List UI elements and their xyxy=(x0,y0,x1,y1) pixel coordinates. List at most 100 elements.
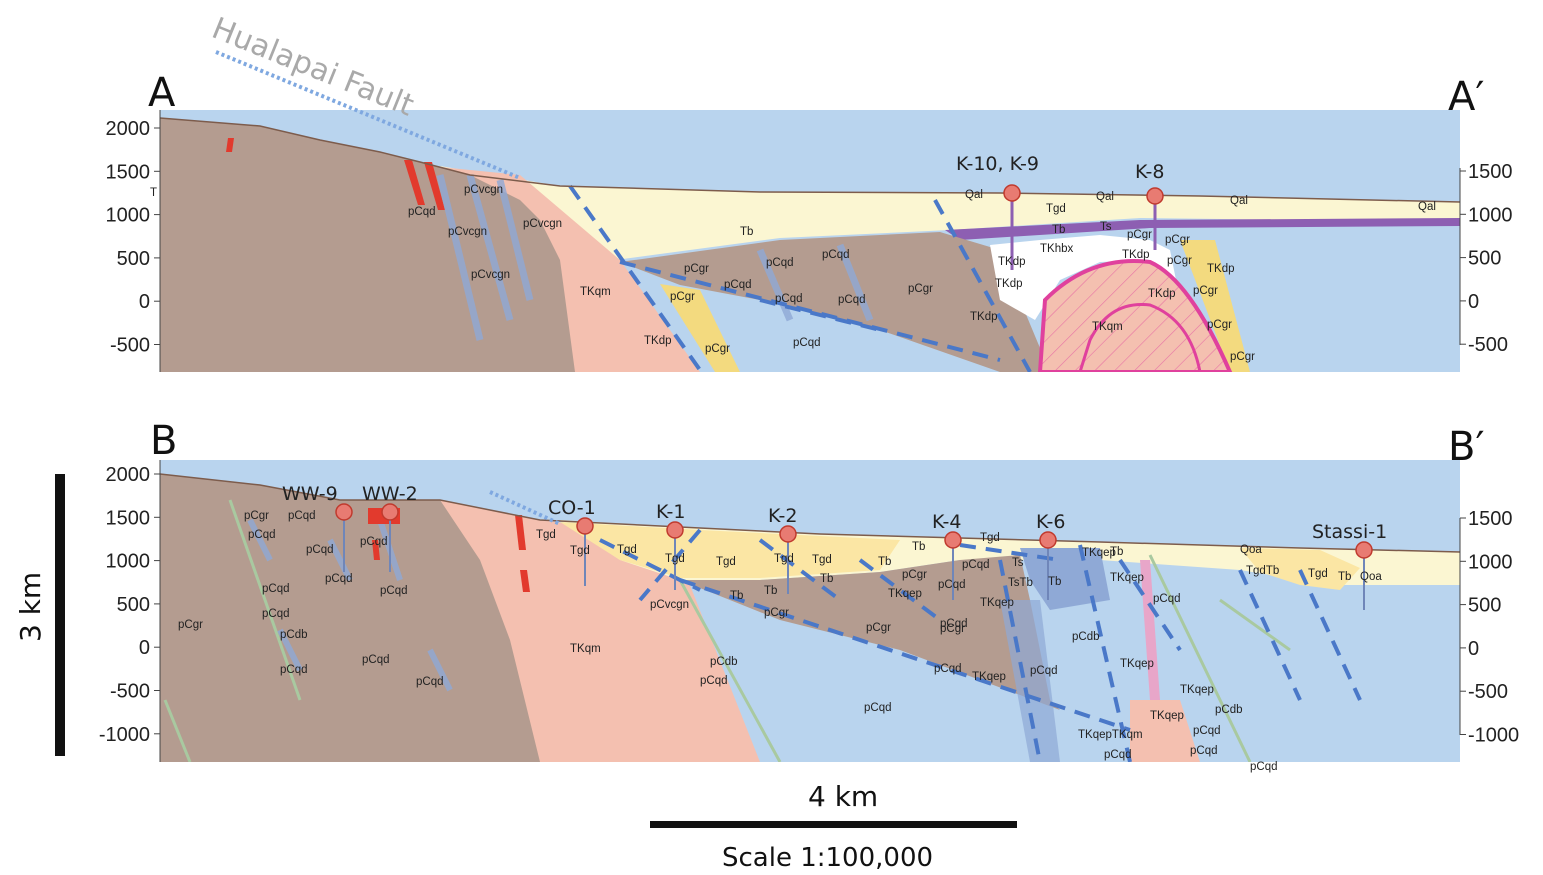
axis-tick-label: 500 xyxy=(117,594,150,616)
axis-tick-label: -500 xyxy=(110,335,150,357)
unit-label: Tgd xyxy=(1308,568,1328,580)
unit-label: pCqd xyxy=(408,206,436,218)
vertical-scale-label: 3 km xyxy=(14,572,47,642)
unit-label: TKqep xyxy=(972,671,1006,683)
dike-b4 xyxy=(372,540,380,560)
axis-tick-label: 500 xyxy=(117,248,150,270)
unit-label: pCqd xyxy=(864,702,892,714)
unit-label: TsTb xyxy=(1008,577,1033,589)
unit-label: TgdTb xyxy=(1246,565,1279,577)
unit-label: Tb xyxy=(912,541,925,553)
dike-b2 xyxy=(520,570,530,592)
unit-label: Tgd xyxy=(980,532,1000,544)
unit-label: pCgr xyxy=(866,622,891,634)
unit-label: Tgd xyxy=(570,545,590,557)
well-label: WW-9 xyxy=(282,483,338,505)
well-label-k10-k9: K-10, K-9 xyxy=(956,153,1039,175)
unit-label: pCqd xyxy=(262,583,290,595)
unit-label: pCqd xyxy=(1193,725,1221,737)
well-label: WW-2 xyxy=(362,483,418,505)
unit-label: Tgd xyxy=(774,553,794,565)
unit-label: pCqd xyxy=(934,663,962,675)
unit-label: Tgd xyxy=(617,544,637,556)
well-label: K-1 xyxy=(656,501,685,523)
unit-label: pCvcgn xyxy=(448,226,487,238)
hualapai-fault-line xyxy=(215,50,521,180)
unit-label: Ts xyxy=(1012,557,1024,569)
dike-3 xyxy=(226,138,234,152)
unit-label: pCgr xyxy=(1127,229,1152,241)
unit-label: pCdb xyxy=(1072,631,1100,643)
unit-label: TKqep xyxy=(1120,658,1154,670)
unit-label: pCqd xyxy=(1030,665,1058,677)
unit-label: Qoa xyxy=(1360,571,1382,583)
unit-label: Tgd xyxy=(716,556,736,568)
section-a-label: A xyxy=(148,70,176,116)
section-a-prime-label: A′ xyxy=(1448,74,1484,120)
unit-label: pCqd xyxy=(775,293,803,305)
unit-label: pCqd xyxy=(822,249,850,261)
unit-label: pCdb xyxy=(710,656,738,668)
unit-label: Ts xyxy=(1100,221,1112,233)
unit-label: TKdp xyxy=(1148,288,1176,300)
breccia-white xyxy=(990,235,1180,320)
unit-label: pCqd xyxy=(325,573,353,585)
unit-label: Qal xyxy=(1418,201,1436,213)
unit-label: pCqd xyxy=(1153,593,1181,605)
unit-label: TKqep xyxy=(1082,547,1116,559)
unit-label: pCqd xyxy=(962,559,990,571)
unit-label: pCgr xyxy=(684,263,709,275)
well-label-k8: K-8 xyxy=(1135,161,1164,183)
dike-b1 xyxy=(515,515,526,550)
darkblue-block xyxy=(1020,548,1110,610)
well-marker xyxy=(779,525,797,543)
unit-label: pCqd xyxy=(360,536,388,548)
well-k8-marker xyxy=(1146,187,1164,205)
unit-label: pCqd xyxy=(838,294,866,306)
unit-label: pCqd xyxy=(380,585,408,597)
unit-label: pCqd xyxy=(940,618,968,630)
well-marker xyxy=(944,531,962,549)
middle-brown-wedge xyxy=(620,232,1050,372)
vertical-scale-bar xyxy=(55,474,65,756)
well-marker xyxy=(381,503,399,521)
well-marker xyxy=(1039,531,1057,549)
faults-dashed-b xyxy=(599,528,1362,762)
tertiary-yellow-b xyxy=(560,522,900,578)
unit-label: pCqd xyxy=(280,664,308,676)
tertiary-yellow-right xyxy=(1240,548,1360,590)
unit-label: Qal xyxy=(1230,195,1248,207)
unit-label: T xyxy=(150,187,157,199)
axis-tick-label: -1000 xyxy=(1468,725,1519,747)
unit-label: Tb xyxy=(1338,571,1351,583)
well-k10-k9-marker xyxy=(1003,184,1021,202)
middle-brown-wedge-b xyxy=(680,555,1060,710)
unit-label: Qal xyxy=(965,189,983,201)
unit-label: TKdp xyxy=(644,335,672,347)
TKqm-inner-line xyxy=(1078,302,1202,372)
unit-label: pCgr xyxy=(908,283,933,295)
axis-tick-label: 500 xyxy=(1468,248,1501,270)
axis-tick-label: 1500 xyxy=(106,161,151,183)
horizontal-scale-label: 4 km xyxy=(808,780,878,813)
unit-label: pCqd xyxy=(262,608,290,620)
unit-label: pCvcgn xyxy=(523,218,562,230)
unit-label: pCgr xyxy=(764,607,789,619)
axis-tick-label: 1000 xyxy=(106,551,151,573)
unit-label: pCgr xyxy=(244,510,269,522)
unit-label: Qoa xyxy=(1240,544,1262,556)
unit-label: pCqd xyxy=(1190,745,1218,757)
well-label: K-4 xyxy=(932,511,961,533)
axis-tick-label: 1000 xyxy=(1468,551,1513,573)
unit-label: pCgr xyxy=(940,623,965,635)
unit-label: TKqep xyxy=(1180,684,1214,696)
dike-2 xyxy=(424,162,445,210)
well-marker xyxy=(1355,541,1373,559)
unit-label: pCqd xyxy=(416,676,444,688)
unit-label: pCqd xyxy=(288,510,316,522)
